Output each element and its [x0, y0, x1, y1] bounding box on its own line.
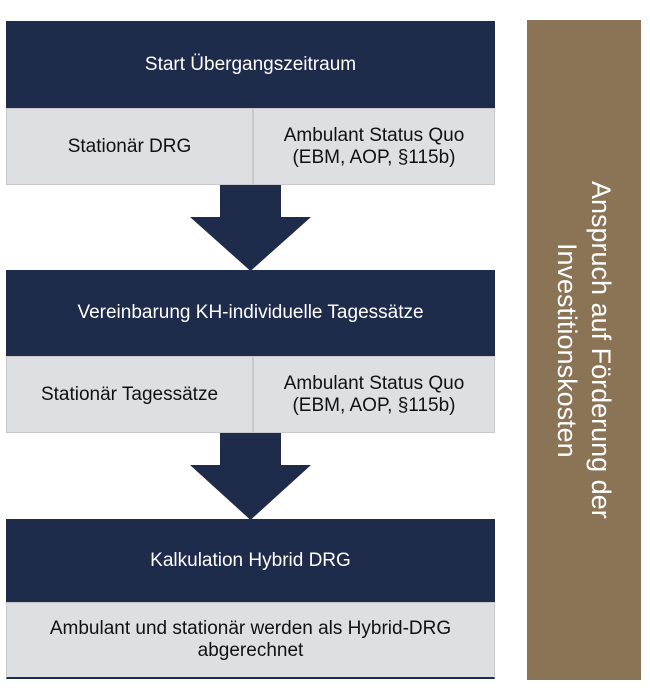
- side-line1: Anspruch auf Förderung der: [586, 181, 616, 519]
- stage-1-details: Stationär DRG Ambulant Status Quo(EBM, A…: [6, 108, 495, 185]
- side-line2: Investitionskosten: [552, 242, 582, 458]
- stage-3-title: Kalkulation Hybrid DRG: [150, 550, 351, 571]
- down-arrow-icon: [190, 433, 311, 520]
- stage-2-right: Ambulant Status Quo(EBM, AOP, §115b): [254, 357, 494, 432]
- stage-3-details: Ambulant und stationär werden als Hybrid…: [6, 602, 495, 679]
- stage-2-right-line2: (EBM, AOP, §115b): [292, 394, 456, 416]
- stage-2-details: Stationär Tagessätze Ambulant Status Quo…: [6, 356, 495, 433]
- stage-3-line2: abgerechnet: [197, 640, 304, 661]
- stage-1-right-line2: (EBM, AOP, §115b): [292, 146, 456, 168]
- stage-1-left: Stationär DRG: [7, 109, 254, 184]
- stage-2-left: Stationär Tagessätze: [7, 357, 254, 432]
- stage-2-title: Vereinbarung KH-individuelle Tagessätze: [77, 302, 424, 323]
- stage-3-header: Kalkulation Hybrid DRG: [6, 519, 495, 603]
- stage-3-description: Ambulant und stationär werden als Hybrid…: [7, 603, 494, 677]
- stage-2-header: Vereinbarung KH-individuelle Tagessätze: [6, 270, 495, 356]
- stage-1-right-line1: Ambulant Status Quo: [283, 124, 465, 146]
- stage-2-right-line1: Ambulant Status Quo: [283, 372, 465, 394]
- stage-1-right: Ambulant Status Quo(EBM, AOP, §115b): [254, 109, 494, 184]
- down-arrow-icon: [190, 185, 311, 271]
- stage-1-header: Start Übergangszeitraum: [6, 21, 495, 108]
- stage-1-title: Start Übergangszeitraum: [144, 53, 357, 75]
- stage-3-line1: Ambulant und stationär werden als Hybrid…: [49, 618, 452, 639]
